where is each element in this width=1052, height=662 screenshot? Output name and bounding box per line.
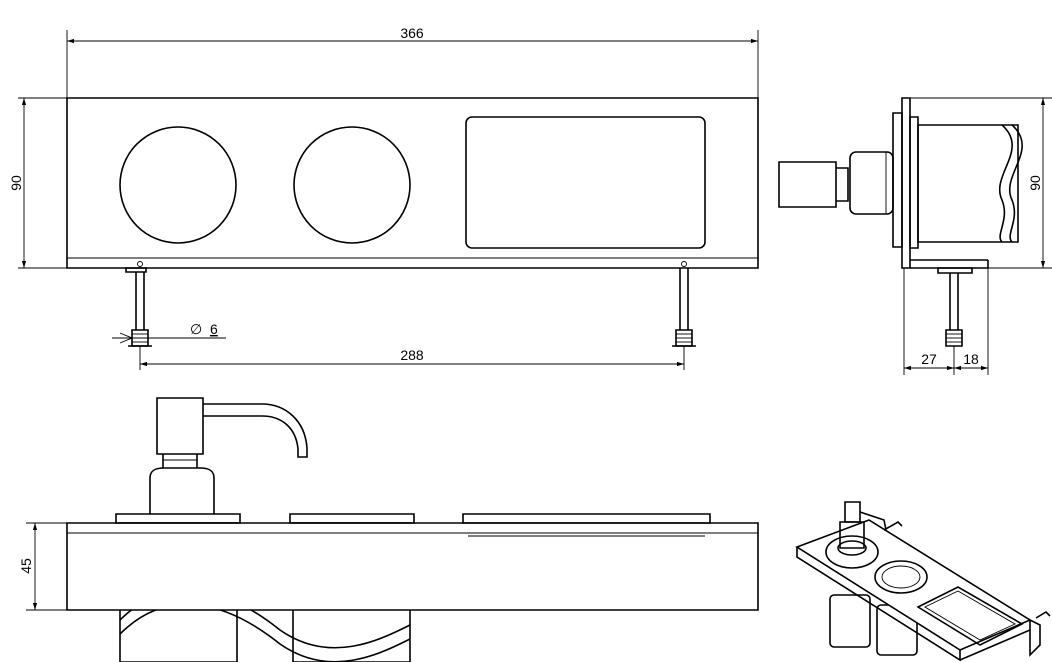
side-cup-wave	[1000, 125, 1012, 242]
front-screw-left	[126, 262, 152, 347]
side-view: 90 27 18	[779, 98, 1052, 375]
front-panel	[67, 98, 758, 268]
dim-screw-spacing: 288	[400, 347, 424, 363]
dim-height-side: 90	[1027, 175, 1043, 191]
front-view: 366 90 ∅ 6 288	[8, 25, 758, 370]
dim-depth-b: 18	[963, 351, 979, 367]
front-tray-recess	[466, 117, 705, 248]
dim-lower-height: 45	[18, 558, 34, 574]
dim-screw-diameter: 6	[210, 321, 218, 337]
lower-elevation: 45	[18, 398, 758, 662]
lower-shelf	[67, 523, 758, 610]
front-cup-holder-left	[120, 127, 236, 243]
dim-screw-diameter-symbol: ∅	[190, 321, 202, 337]
side-pump-head	[779, 162, 836, 207]
dim-height-front: 90	[8, 175, 24, 191]
dim-depth-a: 27	[921, 351, 937, 367]
dim-overall-width: 366	[400, 25, 424, 41]
front-screw-right	[672, 262, 696, 347]
front-cup-holder-right	[294, 127, 410, 243]
isometric-view	[797, 502, 1050, 660]
lower-soap-dispenser	[150, 398, 307, 514]
